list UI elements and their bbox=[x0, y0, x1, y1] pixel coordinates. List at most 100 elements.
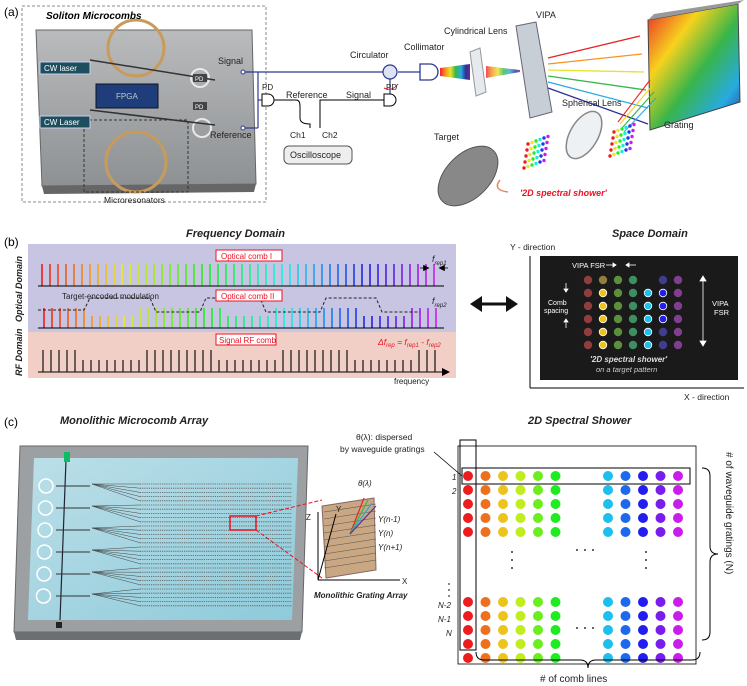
zoom-line-1 bbox=[255, 499, 323, 517]
row-1-label: 1 bbox=[452, 473, 456, 482]
ellipsis-dot bbox=[645, 567, 647, 569]
shower-dot bbox=[655, 527, 666, 537]
shower-dot bbox=[498, 513, 508, 523]
space-dot bbox=[628, 288, 638, 298]
pd-small-1-label: PD bbox=[195, 77, 204, 83]
waveguide-fan bbox=[91, 593, 141, 598]
pd-left-icon bbox=[261, 93, 275, 107]
shower-dot bbox=[638, 485, 648, 495]
shower-dot bbox=[480, 653, 491, 663]
shower-dot bbox=[463, 653, 473, 663]
shower-dot bbox=[620, 513, 631, 523]
beam-dot bbox=[618, 139, 622, 143]
rf-label: Signal RF comb bbox=[219, 336, 276, 345]
shower-dot bbox=[533, 499, 543, 509]
shower-dot bbox=[655, 499, 666, 509]
target-return-arrow-icon bbox=[496, 179, 509, 193]
ring-array bbox=[35, 478, 90, 604]
waveguide-brace bbox=[701, 467, 719, 641]
ch1-label: Ch1 bbox=[290, 130, 306, 140]
beam-dot bbox=[629, 140, 633, 145]
waveguide-fan bbox=[91, 483, 141, 493]
waveguide-fan bbox=[91, 505, 141, 518]
beam-dot bbox=[609, 148, 613, 152]
beam-dot bbox=[625, 142, 629, 146]
beam-dot bbox=[617, 145, 621, 149]
beam-dot bbox=[620, 149, 624, 154]
shower-dot bbox=[480, 513, 491, 523]
shower-dot bbox=[603, 653, 613, 663]
shower-dot bbox=[533, 527, 543, 537]
vipa-fsr-v-label-2: FSR bbox=[714, 308, 730, 317]
shower-dot bbox=[638, 653, 648, 663]
shower-dot bbox=[480, 611, 491, 621]
beam-dot bbox=[523, 160, 527, 164]
space-dot bbox=[613, 314, 623, 324]
grating-array-label: Monolithic Grating Array bbox=[314, 591, 408, 600]
waveguide-gratings-label: # of waveguide gratings (N) bbox=[723, 452, 734, 574]
beam-dot bbox=[538, 137, 542, 142]
shower-dot bbox=[515, 653, 526, 663]
shower-dot bbox=[515, 611, 526, 621]
shower-dot bbox=[620, 625, 631, 635]
comb-spacing-label-2: spacing bbox=[544, 308, 568, 315]
first-col-box bbox=[459, 439, 477, 651]
panel-label-a: (a) bbox=[4, 5, 19, 19]
shower-dot bbox=[533, 485, 543, 495]
shower-dot bbox=[533, 513, 543, 523]
monolithic-chip bbox=[13, 445, 309, 640]
shower-dot bbox=[603, 527, 613, 537]
shower-dot bbox=[550, 527, 561, 537]
shower-dot bbox=[550, 597, 561, 607]
waveguide-fan bbox=[91, 549, 141, 556]
inset-grating-line bbox=[323, 510, 377, 520]
space-dot-core bbox=[644, 302, 652, 310]
beam-dot bbox=[529, 146, 533, 151]
inset-grating-line bbox=[323, 538, 377, 548]
shower-dot bbox=[463, 611, 473, 621]
ring bbox=[37, 500, 54, 516]
shower-dot bbox=[655, 485, 666, 495]
space-dot-core bbox=[599, 328, 607, 336]
shower-dot bbox=[463, 471, 473, 481]
waveguide-fan bbox=[91, 525, 141, 529]
frequency-label: frequency bbox=[394, 377, 429, 386]
shower-dot bbox=[480, 597, 491, 607]
shower-dot bbox=[603, 625, 613, 635]
ellipsis-dot bbox=[511, 559, 513, 561]
space-dot bbox=[598, 275, 608, 285]
double-arrow-icon bbox=[470, 296, 518, 312]
beam-dot bbox=[542, 158, 546, 163]
space-dot bbox=[673, 275, 683, 285]
beam-dot bbox=[534, 139, 538, 143]
waveguide-fan bbox=[91, 592, 141, 595]
shower-dot bbox=[603, 499, 613, 509]
ellipsis-dot bbox=[645, 559, 647, 561]
beam-dot bbox=[532, 151, 536, 155]
y-axis-label: Y bbox=[336, 505, 342, 514]
shower-dot bbox=[673, 625, 683, 635]
space-dot bbox=[673, 340, 683, 350]
cylindrical-lens-label: Cylindrical Lens bbox=[444, 26, 508, 36]
space-dot bbox=[628, 340, 638, 350]
space-dot-core bbox=[599, 289, 607, 297]
space-dot bbox=[673, 327, 683, 337]
beam-dot bbox=[540, 148, 544, 152]
waveguide-fan bbox=[91, 505, 141, 514]
inset-grating-line bbox=[323, 531, 377, 541]
inset-grating-line bbox=[323, 559, 377, 569]
inset-grating-line bbox=[323, 552, 377, 562]
space-dot bbox=[658, 275, 668, 285]
waveguide-fan bbox=[91, 505, 141, 523]
beam-dot bbox=[623, 131, 627, 136]
beam-dot bbox=[545, 140, 549, 145]
beam-dot bbox=[620, 127, 624, 131]
beam-dot bbox=[614, 140, 618, 145]
fiber-node-2 bbox=[240, 125, 246, 131]
scope-wiring bbox=[274, 99, 384, 128]
collimator-icon bbox=[419, 63, 439, 81]
microresonators-label: Microresonators bbox=[104, 195, 165, 205]
shower-dot bbox=[480, 471, 491, 481]
shower-dot bbox=[515, 639, 526, 649]
